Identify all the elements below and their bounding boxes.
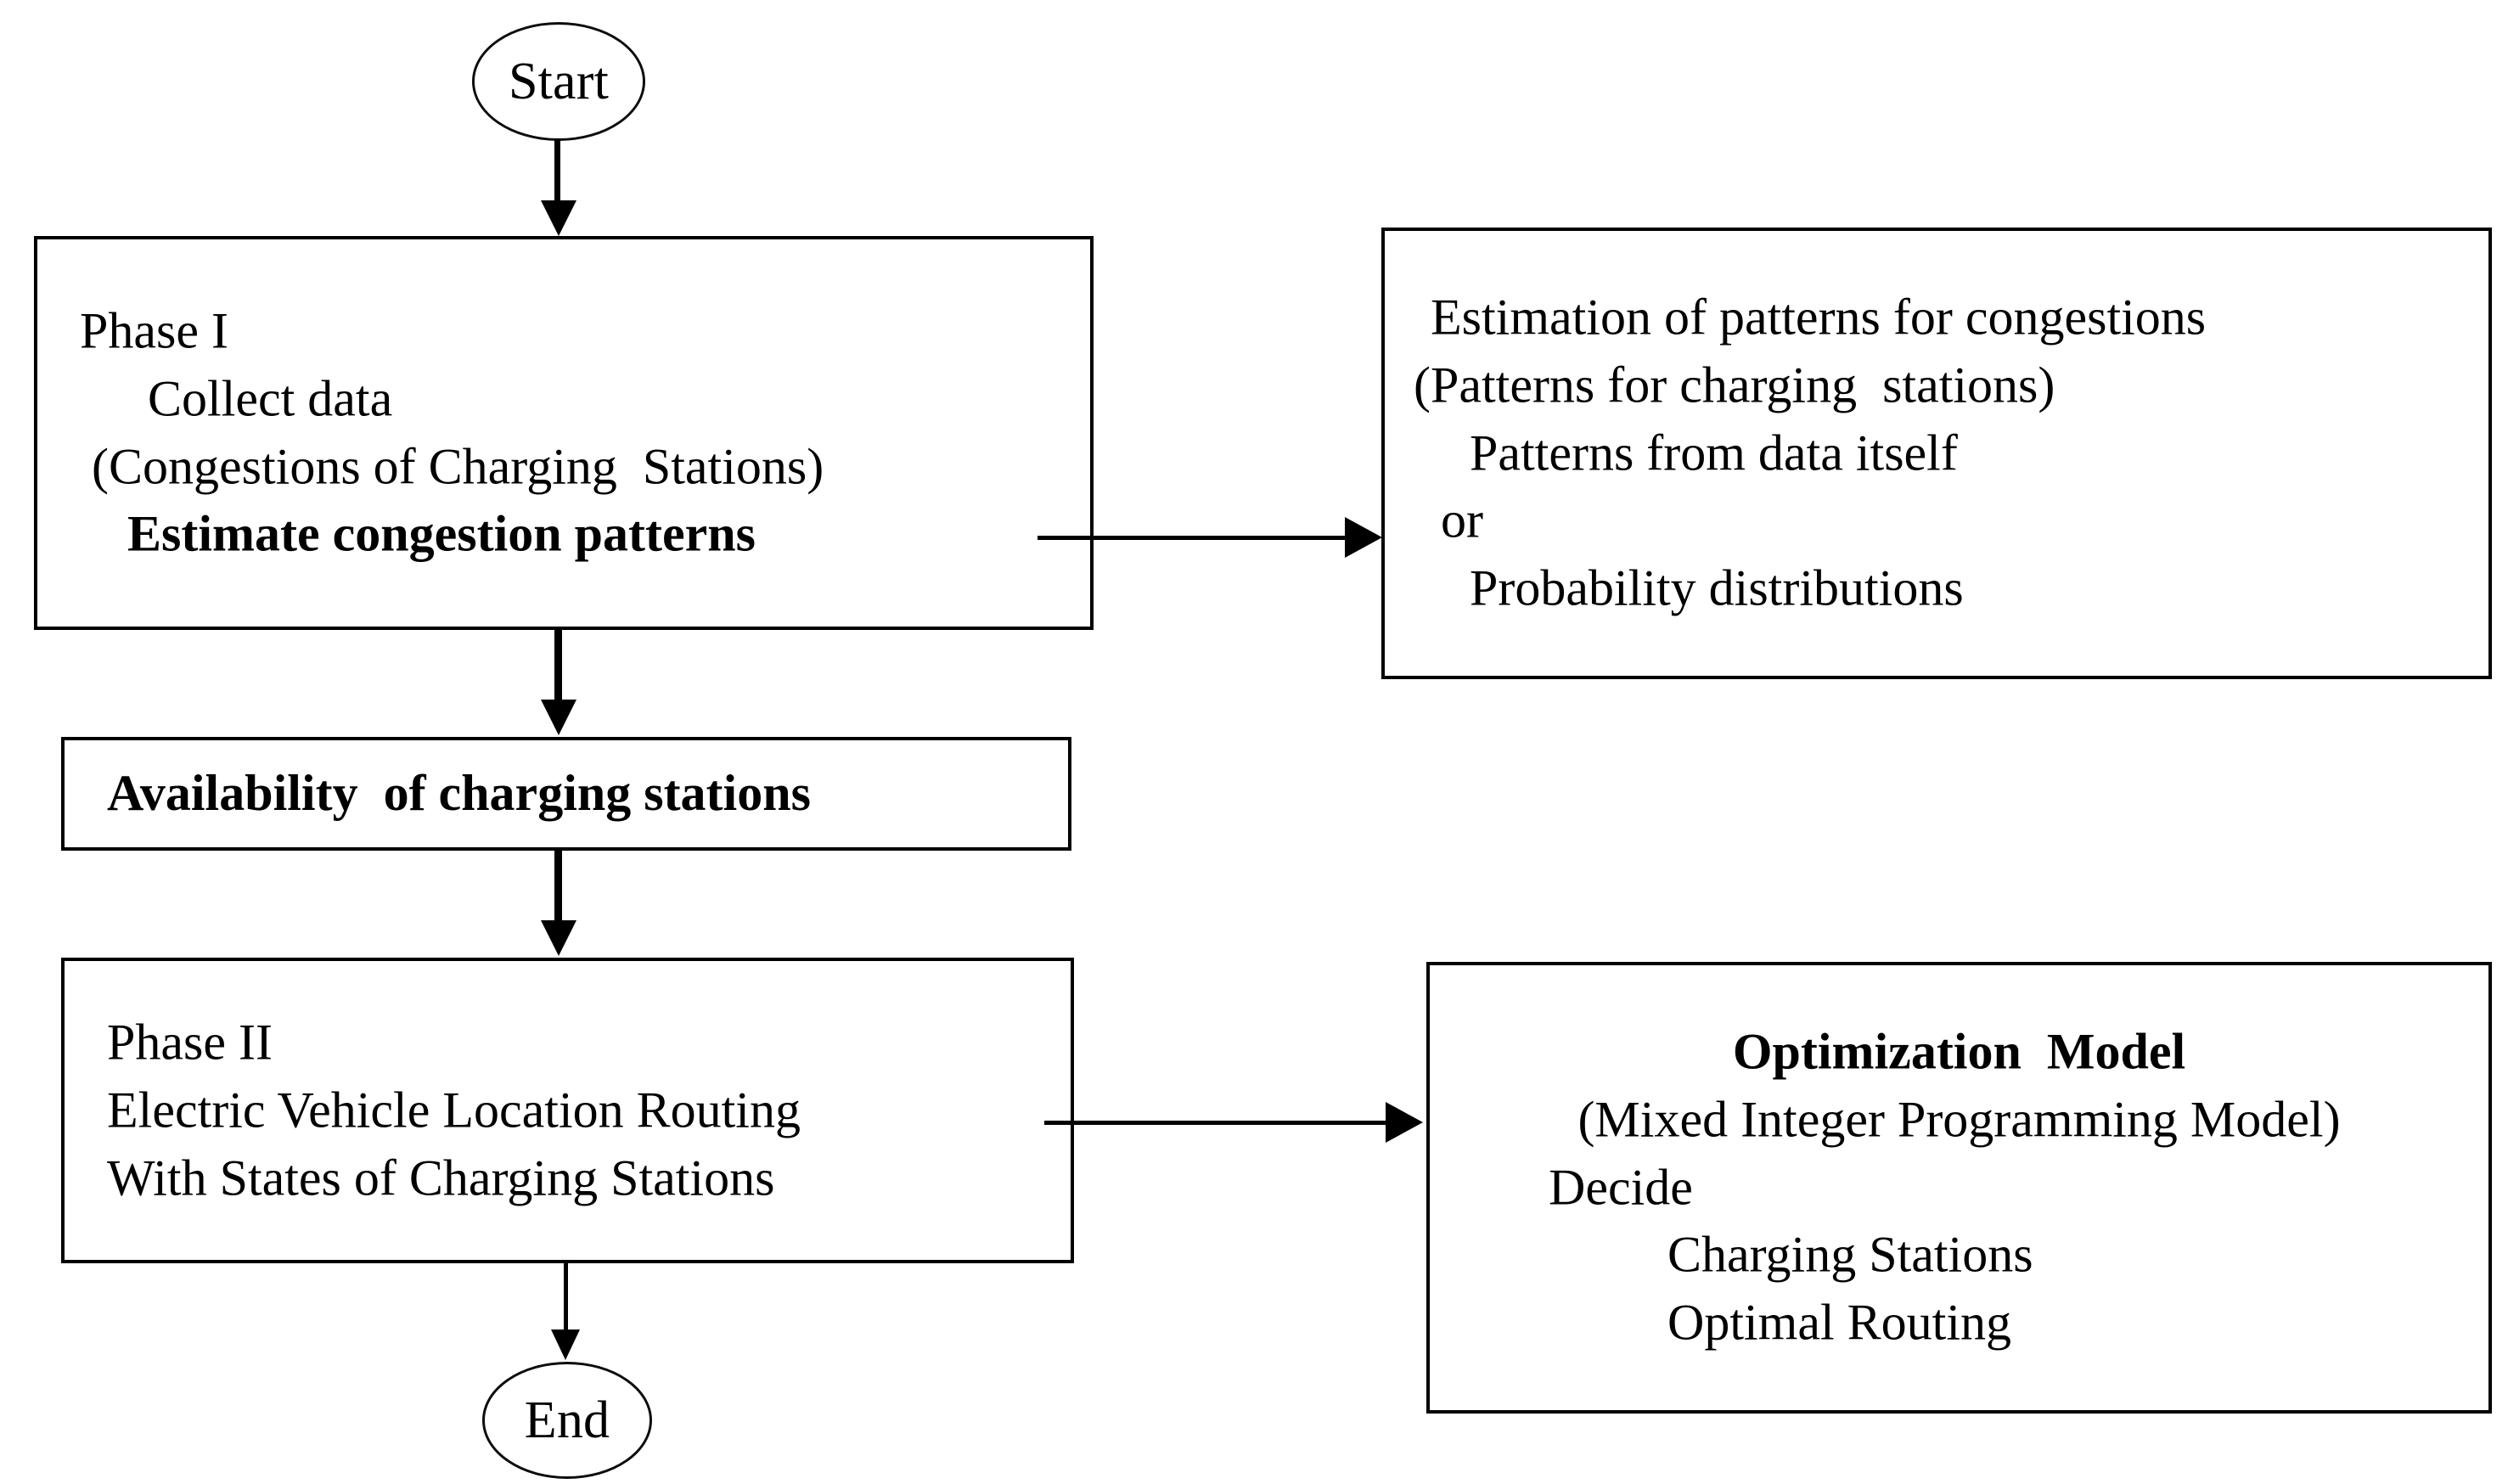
node-phase-two[interactable]: Phase II Electric Vehicle Location Routi… bbox=[61, 958, 1074, 1263]
edge-phase-one-to-estimation-arrowhead bbox=[1345, 517, 1382, 558]
optimization-line-1: Optimization Model bbox=[1732, 1023, 2186, 1080]
edge-availability-to-phase-two-arrowhead bbox=[541, 920, 576, 956]
phase-one-line-4: Estimate congestion patterns bbox=[127, 505, 756, 562]
edge-availability-to-phase-two-line bbox=[554, 851, 562, 924]
edge-phase-one-to-availability-line bbox=[554, 630, 562, 703]
optimization-line-3: Decide bbox=[1549, 1159, 1693, 1216]
phase-one-line-3: (Congestions of Charging Stations) bbox=[92, 438, 824, 494]
node-phase-one[interactable]: Phase I Collect data (Congestions of Cha… bbox=[34, 236, 1094, 630]
node-start-label: Start bbox=[508, 53, 610, 110]
edge-phase-two-to-optimization-line bbox=[1044, 1121, 1392, 1125]
edge-phase-two-to-end-arrowhead bbox=[551, 1329, 580, 1360]
estimation-line-1: Estimation of patterns for congestions bbox=[1431, 289, 2207, 346]
edge-start-to-phase-one-line bbox=[554, 138, 560, 205]
estimation-line-4: or bbox=[1441, 492, 1483, 548]
node-optimization-model[interactable]: Optimization Model (Mixed Integer Progra… bbox=[1426, 962, 2492, 1414]
node-estimation-patterns[interactable]: Estimation of patterns for congestions (… bbox=[1381, 228, 2492, 679]
availability-line-1: Availability of charging stations bbox=[107, 765, 811, 822]
edge-start-to-phase-one-arrowhead bbox=[541, 200, 576, 236]
phase-one-line-1: Phase I bbox=[80, 302, 228, 359]
optimization-line-2: (Mixed Integer Programming Model) bbox=[1577, 1091, 2341, 1148]
node-availability[interactable]: Availability of charging stations bbox=[61, 737, 1071, 851]
estimation-line-3: Patterns from data itself bbox=[1470, 424, 1958, 481]
estimation-line-5: Probability distributions bbox=[1470, 559, 1964, 616]
node-end-label: End bbox=[524, 1391, 610, 1449]
edge-phase-one-to-estimation-line bbox=[1038, 536, 1352, 540]
optimization-line-4: Charging Stations bbox=[1667, 1226, 2033, 1283]
phase-two-line-2: Electric Vehicle Location Routing bbox=[107, 1082, 801, 1138]
phase-two-line-1: Phase II bbox=[107, 1014, 273, 1071]
node-start[interactable]: Start bbox=[472, 22, 645, 141]
node-end[interactable]: End bbox=[482, 1362, 652, 1479]
edge-phase-one-to-availability-arrowhead bbox=[541, 700, 576, 735]
edge-phase-two-to-end-line bbox=[564, 1263, 568, 1333]
optimization-line-5: Optimal Routing bbox=[1667, 1294, 2011, 1351]
estimation-line-2: (Patterns for charging stations) bbox=[1414, 357, 2055, 413]
edge-phase-two-to-optimization-arrowhead bbox=[1386, 1102, 1423, 1143]
phase-two-line-3: With States of Charging Stations bbox=[107, 1149, 775, 1206]
phase-one-line-2: Collect data bbox=[148, 370, 393, 427]
